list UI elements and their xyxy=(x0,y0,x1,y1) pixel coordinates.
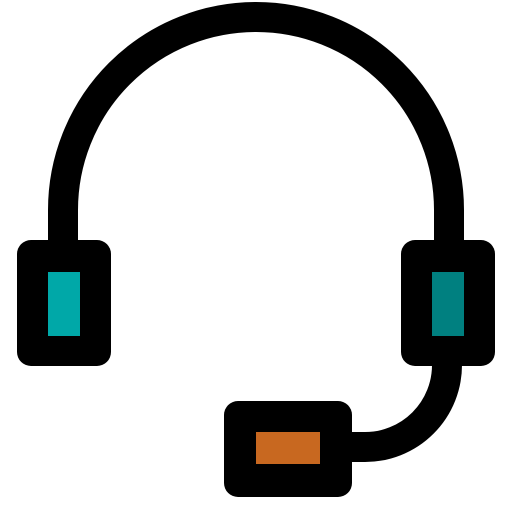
right-ear-cushion xyxy=(432,272,464,336)
left-ear-cushion xyxy=(48,272,80,336)
headband xyxy=(48,2,464,261)
mic-pad xyxy=(256,432,320,464)
mic-boom xyxy=(315,337,462,462)
